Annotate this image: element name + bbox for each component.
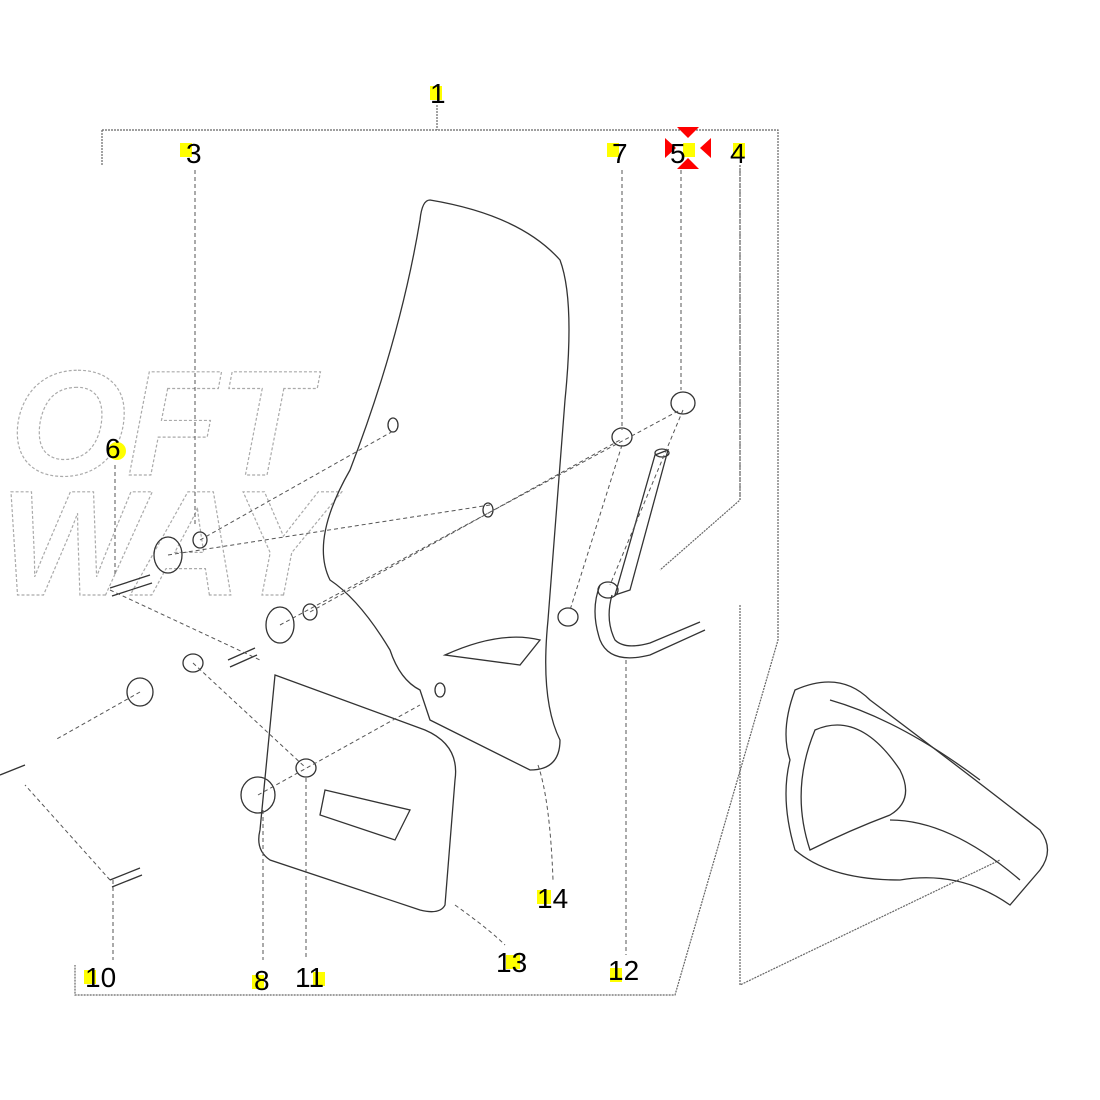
windscreen-part bbox=[322, 199, 570, 771]
deflector-plate-part bbox=[258, 674, 457, 913]
callout-13: 13 bbox=[496, 947, 527, 978]
callout-5: 5 bbox=[670, 138, 686, 169]
watermark-line1: OFT bbox=[10, 339, 321, 507]
hardware bbox=[0, 391, 696, 888]
callout-8: 8 bbox=[254, 965, 270, 996]
callout-4: 4 bbox=[730, 138, 746, 169]
bracket-part bbox=[594, 448, 706, 659]
leader-lines bbox=[24, 170, 741, 960]
callout-3: 3 bbox=[186, 138, 202, 169]
motorcycle-front-thumbnail bbox=[785, 681, 1049, 906]
callout-12: 12 bbox=[608, 955, 639, 986]
selection-marker-icon bbox=[665, 127, 711, 169]
callout-labels: 1 3 7 5 4 6 14 13 12 10 8 11 bbox=[84, 78, 746, 996]
callout-6: 6 bbox=[105, 433, 121, 464]
callout-14: 14 bbox=[537, 883, 568, 914]
callout-11: 11 bbox=[295, 962, 324, 993]
callout-10: 10 bbox=[85, 962, 116, 993]
watermark: OFT WAY bbox=[0, 338, 343, 627]
callout-7: 7 bbox=[612, 138, 628, 169]
watermark-line2: WAY bbox=[0, 459, 342, 627]
callout-1: 1 bbox=[430, 78, 446, 109]
